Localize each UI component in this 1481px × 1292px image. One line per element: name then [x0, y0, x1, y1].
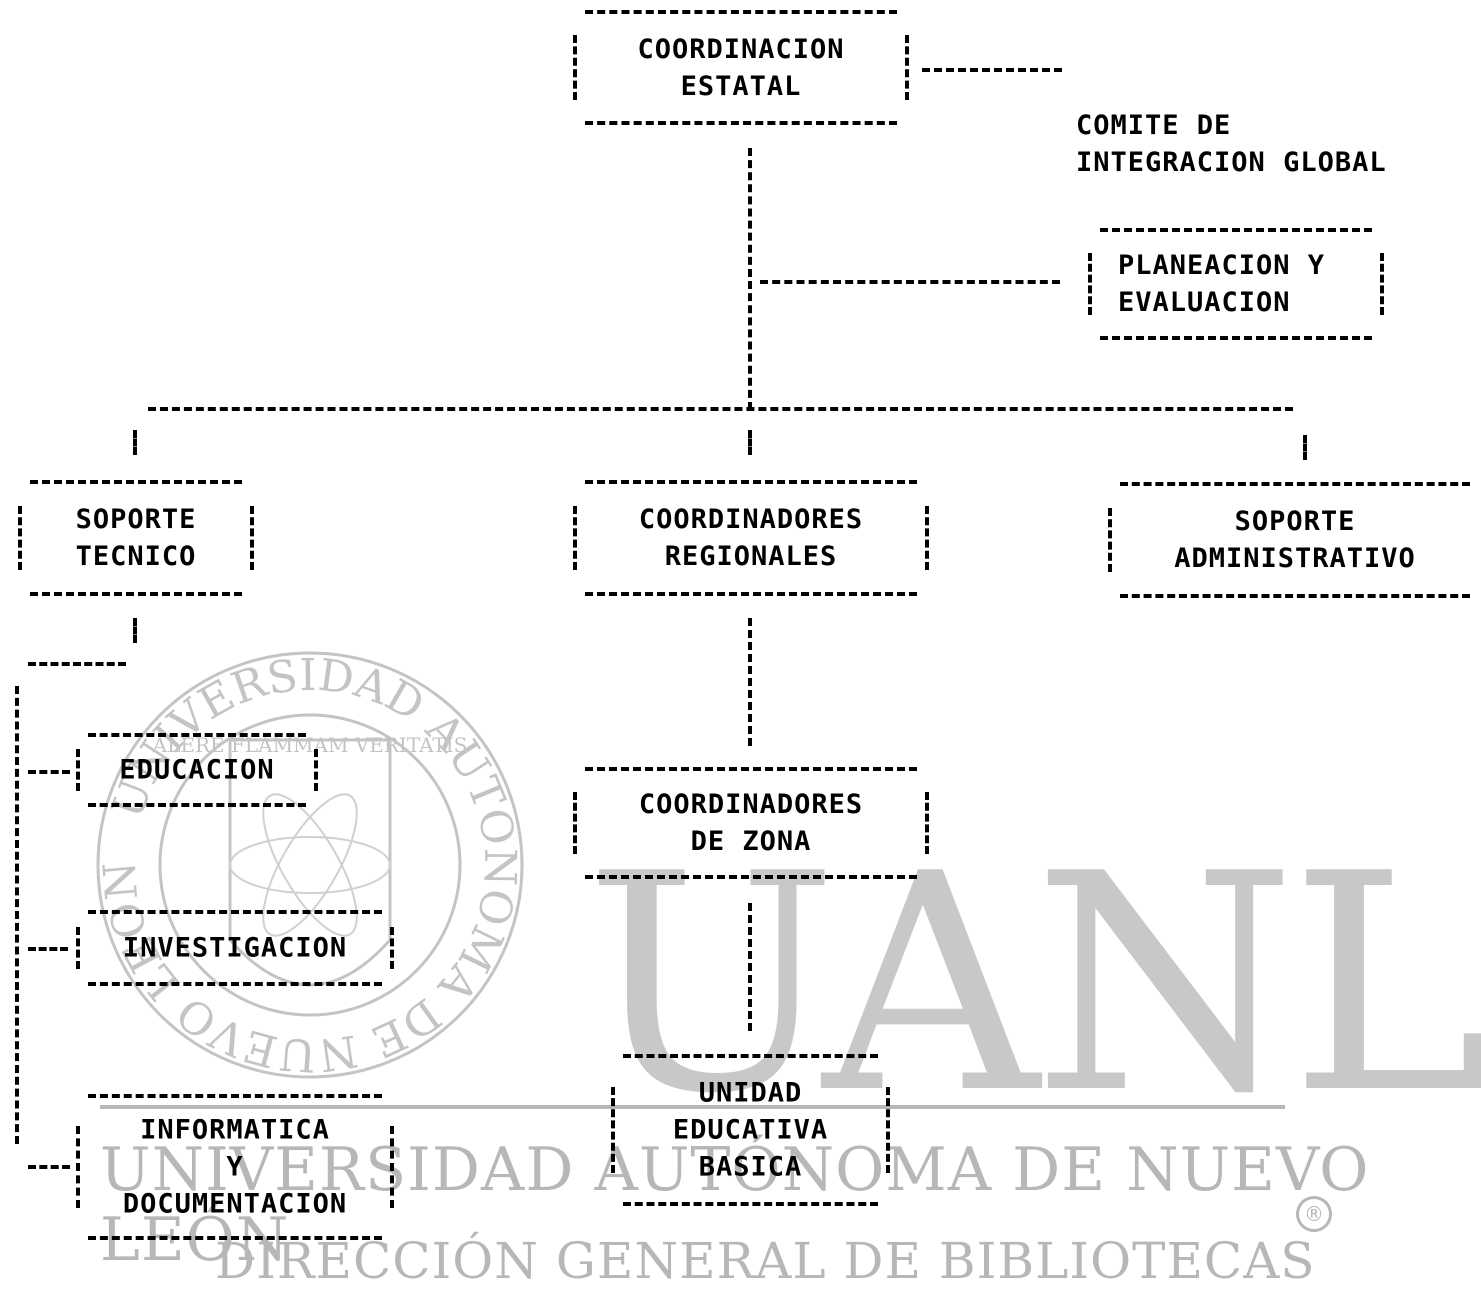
connector-drop-administrativo — [1303, 435, 1307, 460]
node-educacion: EDUCACION — [76, 733, 318, 807]
connector-left-spine — [15, 686, 19, 1144]
connector-investigacion — [28, 947, 68, 951]
connector-drop-tecnico — [133, 430, 137, 455]
university-seal-watermark: UNIVERSIDAD AUTONOMA DE NUEVO LEON ALERE… — [95, 650, 525, 1080]
connector-regionales-zona — [748, 618, 752, 746]
node-investigacion: INVESTIGACION — [76, 910, 394, 986]
registered-mark: ® — [1296, 1196, 1332, 1232]
connector-trunk — [748, 148, 752, 410]
connector-tecnico-down — [133, 618, 137, 643]
connector-educacion — [28, 770, 70, 774]
library-name-watermark: DIRECCIÓN GENERAL DE BIBLIOTECAS — [215, 1232, 1316, 1290]
connector-drop-regionales — [748, 430, 752, 455]
connector-distribution — [148, 407, 1293, 411]
seal-motto: ALERE FLAMMAM VERITATIS — [152, 733, 468, 757]
watermark-divider — [100, 1105, 1285, 1109]
connector-planeacion — [760, 280, 1060, 284]
connector-tecnico-left — [28, 662, 126, 666]
connector-comite — [922, 68, 1062, 72]
connector-zona-unidad — [748, 903, 752, 1031]
connector-informatica — [28, 1165, 70, 1169]
